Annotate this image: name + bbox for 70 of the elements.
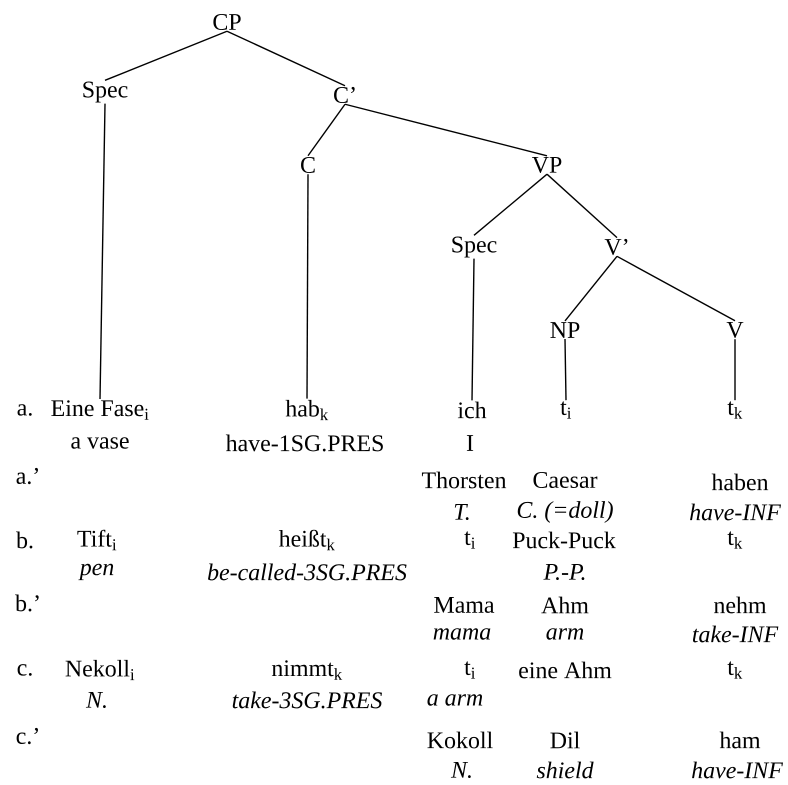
tree-branch (616, 256, 736, 322)
example-word: nehm (714, 596, 766, 614)
example-word: Mama (434, 597, 494, 613)
gloss: shield (536, 762, 594, 778)
leaf-word: Eine Fase$_{i}$ (51, 400, 149, 420)
gloss: arm (546, 628, 584, 640)
leaf-word: t$_{k}$ (727, 401, 742, 419)
example-label: c.’ (16, 728, 38, 744)
tree-branch (306, 174, 309, 399)
tree-branch (564, 256, 618, 322)
example-word: t$_{k}$ (727, 661, 742, 679)
gloss: N. (450, 762, 471, 778)
category-label: C (301, 156, 315, 174)
example-word: eine Ahm (519, 662, 612, 678)
gloss: be-called-3SG.PRES (208, 564, 407, 580)
category-label: VP (532, 156, 562, 173)
example-label: b. (16, 532, 32, 548)
example-word: Caesar (533, 472, 598, 488)
gloss: take-3SG.PRES (232, 692, 382, 708)
gloss: C. (=doll) (518, 501, 613, 523)
gloss: T. (454, 504, 469, 520)
tree-branch (734, 339, 736, 400)
leaf-word: hab$_{k}$ (286, 400, 328, 420)
example-word: heißt$_{k}$ (278, 530, 335, 550)
example-word: nimmt$_{k}$ (272, 660, 342, 680)
example-word: have-1SG.PRES (226, 434, 383, 452)
gloss: pen (78, 564, 114, 580)
example-word: t$_{k}$ (727, 531, 742, 549)
gloss: mama (434, 628, 490, 640)
example-word: Puck-Puck (512, 532, 616, 548)
example-word: haben (712, 474, 768, 490)
tree-branch (546, 174, 618, 238)
category-label: C’ (334, 86, 355, 104)
tree-branch (226, 30, 346, 86)
example-word: Tift$_{i}$ (77, 530, 116, 550)
example-label: c. (18, 664, 32, 676)
tree-branch (99, 104, 106, 400)
example-label: b.’ (15, 594, 39, 612)
category-label: CP (213, 14, 241, 30)
tree-branch (104, 30, 228, 81)
category-label: Spec (452, 236, 496, 258)
example-label: a. (18, 404, 32, 416)
example-word: Thorsten (422, 472, 506, 488)
example-label: a.’ (16, 468, 38, 484)
example-word: Nekoll$_{i}$ (66, 660, 134, 680)
example-word: a vase (71, 437, 129, 449)
tree-branch (564, 339, 567, 400)
example-word: t$_{i}$ (464, 531, 476, 549)
example-word: I (466, 435, 474, 451)
tree-branch (474, 174, 548, 236)
tree-branch (344, 104, 548, 156)
gloss: have-INF (690, 504, 781, 520)
gloss: have-INF (692, 762, 783, 778)
category-label: NP (550, 322, 580, 338)
example-word: Kokoll (427, 732, 493, 748)
gloss: a arm (428, 694, 482, 706)
gloss: N. (86, 692, 106, 708)
leaf-word: t$_{i}$ (560, 401, 572, 419)
tree-branch (471, 258, 475, 400)
example-word: ham (720, 732, 760, 748)
example-word: Ahm (541, 596, 589, 614)
gloss: take-INF (692, 626, 778, 642)
example-word: t$_{i}$ (464, 661, 476, 679)
category-label: Spec (83, 82, 128, 102)
example-word: Dil (550, 732, 580, 748)
tree-branch (307, 104, 346, 156)
category-label: V (726, 322, 744, 338)
gloss: P.-P. (543, 564, 584, 580)
leaf-word: ich (458, 402, 486, 418)
category-label: V’ (604, 238, 628, 256)
